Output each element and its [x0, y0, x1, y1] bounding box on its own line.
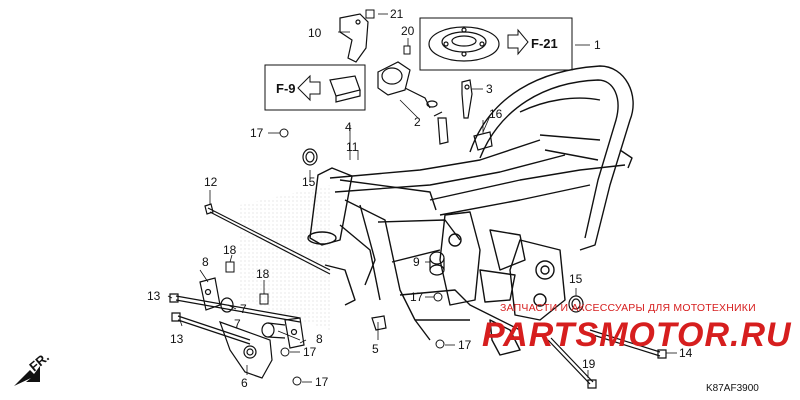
diagram-code: K87AF3900: [706, 383, 759, 394]
leader-lines: [167, 13, 677, 383]
part-label-20: 20: [401, 24, 415, 38]
bolt-13-upper: [169, 293, 301, 323]
bolt-20: [403, 45, 411, 55]
ref-label-f21: F-21: [531, 36, 558, 51]
f9-reference-box: [264, 64, 366, 111]
seat-lock: [329, 75, 361, 103]
part-label-4: 4: [345, 120, 352, 134]
part-label-13a: 13: [147, 289, 161, 303]
background-watermark: [240, 185, 330, 330]
part-label-16: 16: [489, 107, 503, 121]
bolt-19: [547, 337, 597, 389]
part-label-17d: 17: [303, 345, 317, 359]
part-label-9: 9: [413, 255, 420, 269]
part-label-15b: 15: [569, 272, 583, 286]
bolt-21: [365, 9, 375, 19]
part-label-6: 6: [241, 376, 248, 390]
part-label-14: 14: [679, 346, 693, 360]
part-label-8a: 8: [202, 255, 209, 269]
frame-body: [307, 65, 634, 356]
bracket-8-lower: [284, 317, 305, 349]
bolt-14: [589, 329, 667, 359]
ignition-switch: [377, 61, 449, 145]
collar-15-left: [302, 148, 318, 166]
part-label-7a: 7: [240, 302, 247, 316]
bolt-18-upper: [225, 261, 235, 273]
clip-5: [371, 315, 387, 331]
part-label-11: 11: [346, 140, 359, 154]
part-label-12: 12: [204, 175, 218, 189]
engine-hanger-6: [219, 321, 273, 379]
part-label-2: 2: [414, 115, 421, 129]
part-label-10: 10: [308, 26, 322, 40]
front-direction-arrow-icon: [14, 366, 40, 386]
part-label-17e: 17: [315, 375, 329, 389]
collar-9: [429, 251, 445, 276]
bolt-12: [204, 203, 331, 275]
bracket-8-upper: [199, 277, 221, 311]
part-label-3: 3: [486, 82, 493, 96]
part-label-1: 1: [594, 38, 601, 52]
bolt-18-lower: [259, 293, 269, 305]
part-label-19: 19: [582, 357, 596, 371]
collar-7-upper: [220, 297, 234, 313]
part-label-17b: 17: [410, 290, 424, 304]
ref-label-f9: F-9: [276, 81, 296, 96]
collar-7-lower: [261, 322, 286, 339]
watermark-caption: ЗАПЧАСТИ И АКСЕССУАРЫ ДЛЯ МОТОТЕХНИКИ: [500, 302, 756, 314]
part-label-17c: 17: [458, 338, 472, 352]
collar-16: [473, 131, 493, 151]
part-label-18b: 18: [256, 267, 270, 281]
bracket-10: [339, 13, 369, 63]
fuel-cap-assembly: [428, 26, 500, 62]
part-label-17a: 17: [250, 126, 264, 140]
key: [461, 79, 473, 119]
part-label-13b: 13: [170, 332, 184, 346]
part-label-18a: 18: [223, 243, 237, 257]
f21-reference-box: [419, 17, 573, 71]
part-label-8b: 8: [316, 332, 323, 346]
watermark-logo: PARTSMOTOR.RU: [482, 316, 792, 354]
part-label-15a: 15: [302, 175, 316, 189]
part-label-5: 5: [372, 342, 379, 356]
part-label-7b: 7: [234, 317, 241, 331]
part-label-21: 21: [390, 7, 404, 21]
